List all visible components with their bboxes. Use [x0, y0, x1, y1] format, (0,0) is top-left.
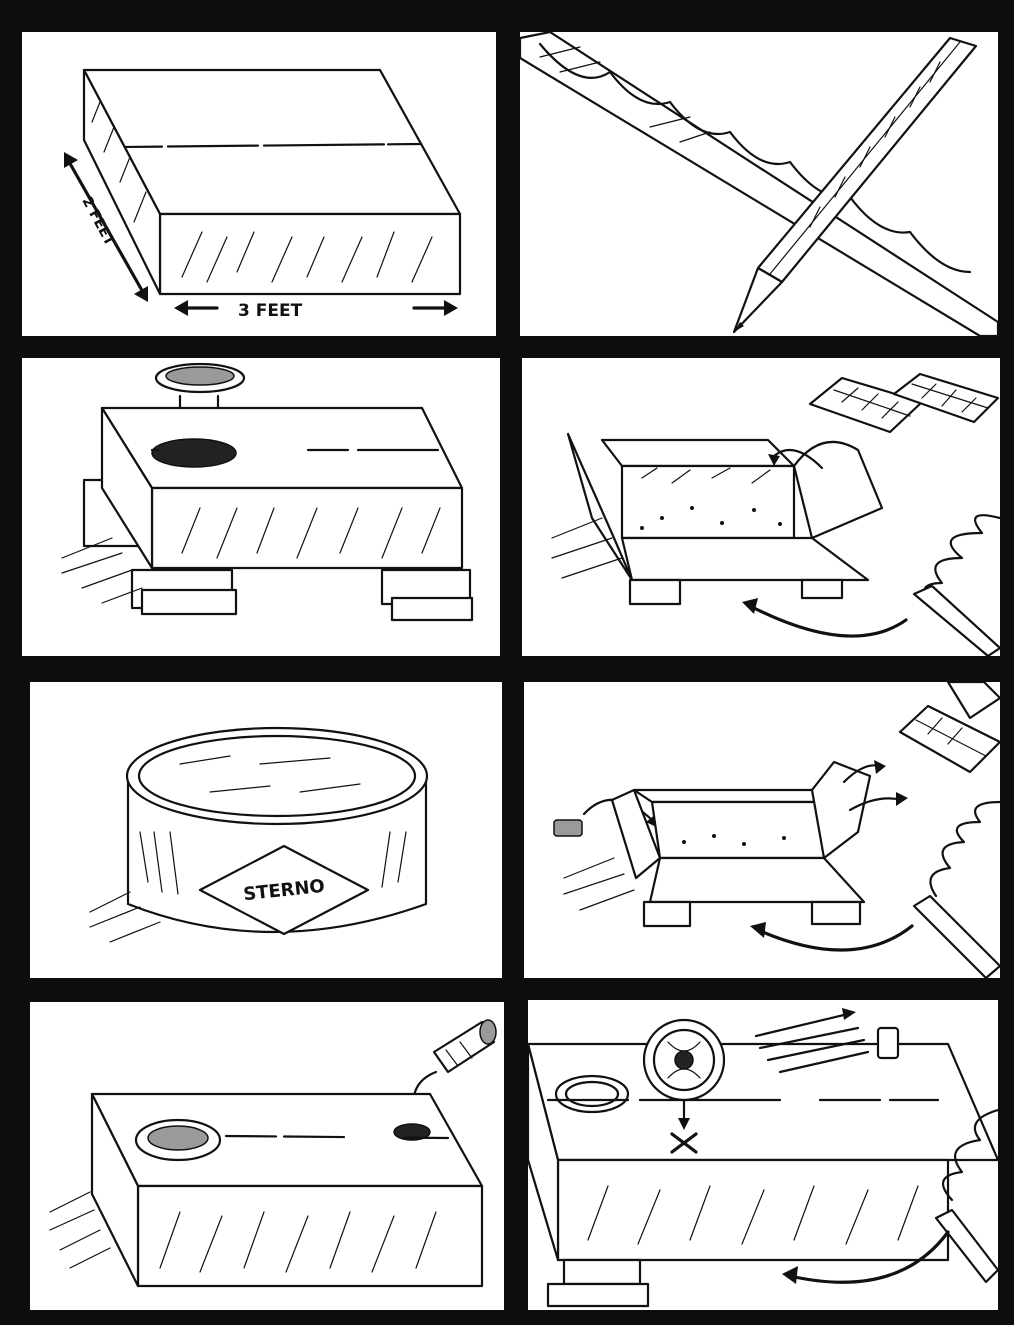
panel-pencil-scoring	[520, 32, 998, 336]
panel-box-flaps-folding	[524, 682, 1000, 978]
panel-box-on-blocks	[22, 358, 500, 656]
fuse-tube-icon	[434, 1020, 496, 1072]
panel-sterno-can: STERNO	[30, 682, 502, 978]
panel-box-with-fuse	[30, 1002, 504, 1310]
depth-label: 2 FEET	[78, 194, 117, 249]
compass-icon	[644, 1020, 724, 1100]
panel-box-final	[528, 1000, 998, 1310]
width-label: 3 FEET	[238, 301, 303, 321]
panel-box-opened-wax	[522, 358, 1000, 656]
box-illustration: 3 FEET 2 FEET	[22, 32, 496, 336]
panel-box-dimensions: 3 FEET 2 FEET	[22, 32, 496, 336]
